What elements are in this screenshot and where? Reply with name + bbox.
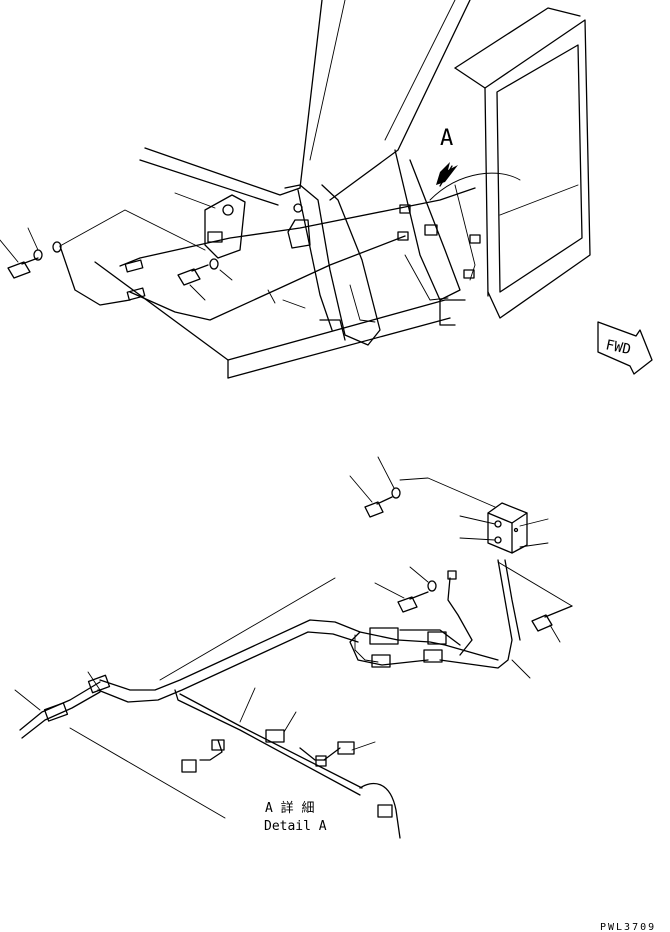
- upper-frame: [94, 147, 466, 379]
- fwd-label: FWD: [604, 337, 632, 358]
- bolt-left: [0, 239, 39, 279]
- cab: [454, 7, 591, 319]
- boom-foot: [284, 149, 461, 346]
- machine-overview: A FWD: [0, 0, 653, 379]
- boom: [299, 0, 471, 201]
- fwd-arrow: [597, 321, 653, 375]
- detail-a: A 詳 細 Detail A: [14, 456, 573, 839]
- view-arrow: [436, 162, 458, 187]
- ring-terminal: [52, 241, 62, 253]
- view-label: A: [440, 126, 453, 151]
- mounting-bracket: [174, 192, 246, 259]
- connectors-lower: [43, 570, 457, 818]
- clamp: [287, 203, 311, 249]
- relay-box: [399, 477, 549, 554]
- bolt-relay-right: [497, 561, 573, 643]
- washer-left: [27, 227, 43, 261]
- leader-lines: [14, 577, 531, 819]
- harness-upper: [59, 172, 521, 321]
- bolt-relay-mid: [374, 566, 437, 613]
- bolt-bracket: [177, 258, 233, 301]
- harness-lower: [19, 559, 521, 839]
- detail-title-jp: A 詳 細: [265, 800, 314, 816]
- connectors-upper: [124, 204, 481, 301]
- bolt-relay-top: [349, 456, 401, 518]
- detail-title-en: Detail A: [264, 819, 327, 834]
- drawing-code: PWL3709: [600, 922, 656, 932]
